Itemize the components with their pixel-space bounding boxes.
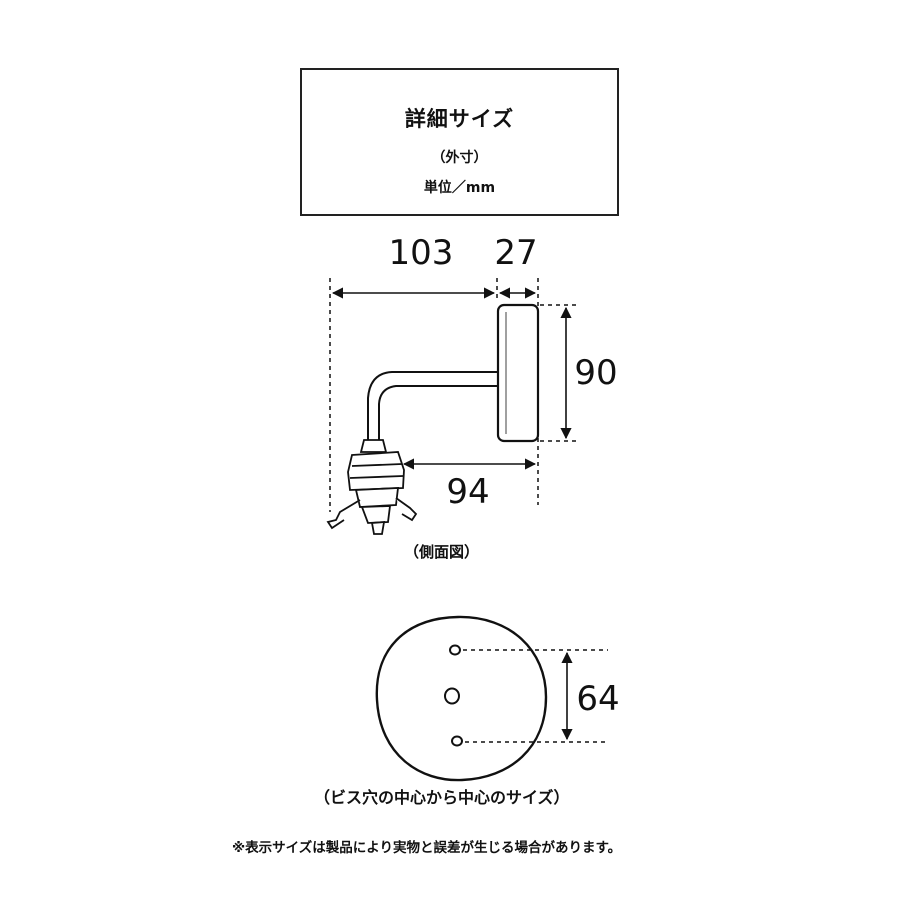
side-view: 103 27 90 94 (326, 233, 618, 535)
footnote: ※表示サイズは製品により実物と誤差が生じる場合があります。 (232, 840, 622, 856)
wall-base-side (496, 303, 540, 443)
dim-103-label: 103 (389, 233, 454, 273)
base-plate-circle (375, 615, 548, 782)
dim-94-label: 94 (446, 472, 489, 512)
dim-64-label: 64 (576, 679, 619, 719)
base-plate-front: 64 (375, 615, 620, 782)
screw-hole-bottom (451, 735, 463, 747)
dim-90-label: 90 (574, 353, 617, 393)
side-view-caption: （側面図） (404, 543, 480, 561)
subtitle: （外寸） (431, 150, 488, 166)
unit-label: 単位／mm (423, 180, 496, 196)
title-box: 詳細サイズ （外寸） 単位／mm (300, 68, 619, 216)
dim-27-label: 27 (494, 233, 537, 273)
screw-hole-top (449, 644, 461, 656)
center-hole (444, 687, 460, 705)
title: 詳細サイズ (404, 107, 515, 131)
base-plate-caption: （ビス穴の中心から中心のサイズ） (314, 788, 570, 807)
arm (367, 371, 498, 440)
socket (326, 439, 418, 535)
